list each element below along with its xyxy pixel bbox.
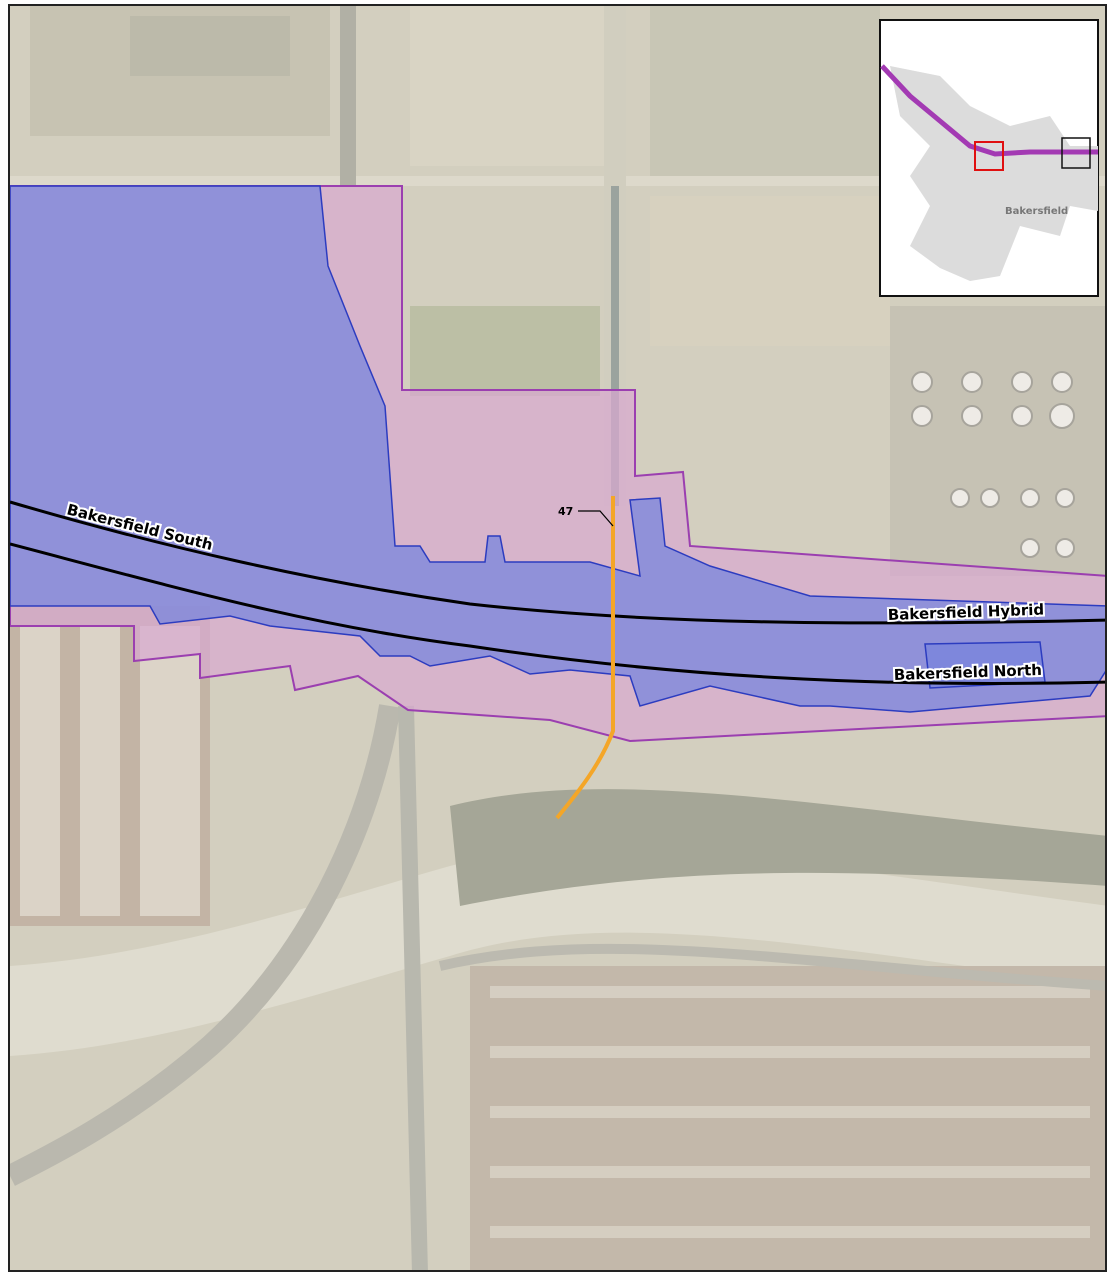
map-viewport[interactable]: 47 Bakersfield South Bakersfield Hybrid … — [8, 4, 1107, 1272]
inset-locator-map[interactable]: Bakersfield — [879, 19, 1099, 297]
marker-label: 47 — [558, 505, 573, 518]
inset-extent-box — [1061, 137, 1091, 169]
footprint-polygon[interactable] — [10, 185, 1107, 713]
map-canvas[interactable]: 47 Bakersfield South Bakersfield Hybrid … — [10, 6, 1107, 1272]
crossing-line — [555, 496, 615, 820]
inset-highlight-box — [974, 141, 1004, 171]
marker-leader-line — [578, 510, 614, 527]
route-line-south — [10, 500, 1105, 625]
route-line-north — [10, 542, 1105, 685]
alignment-lines — [10, 500, 1105, 685]
inset-route — [880, 64, 1098, 157]
inset-city-label: Bakersfield — [1005, 206, 1068, 217]
